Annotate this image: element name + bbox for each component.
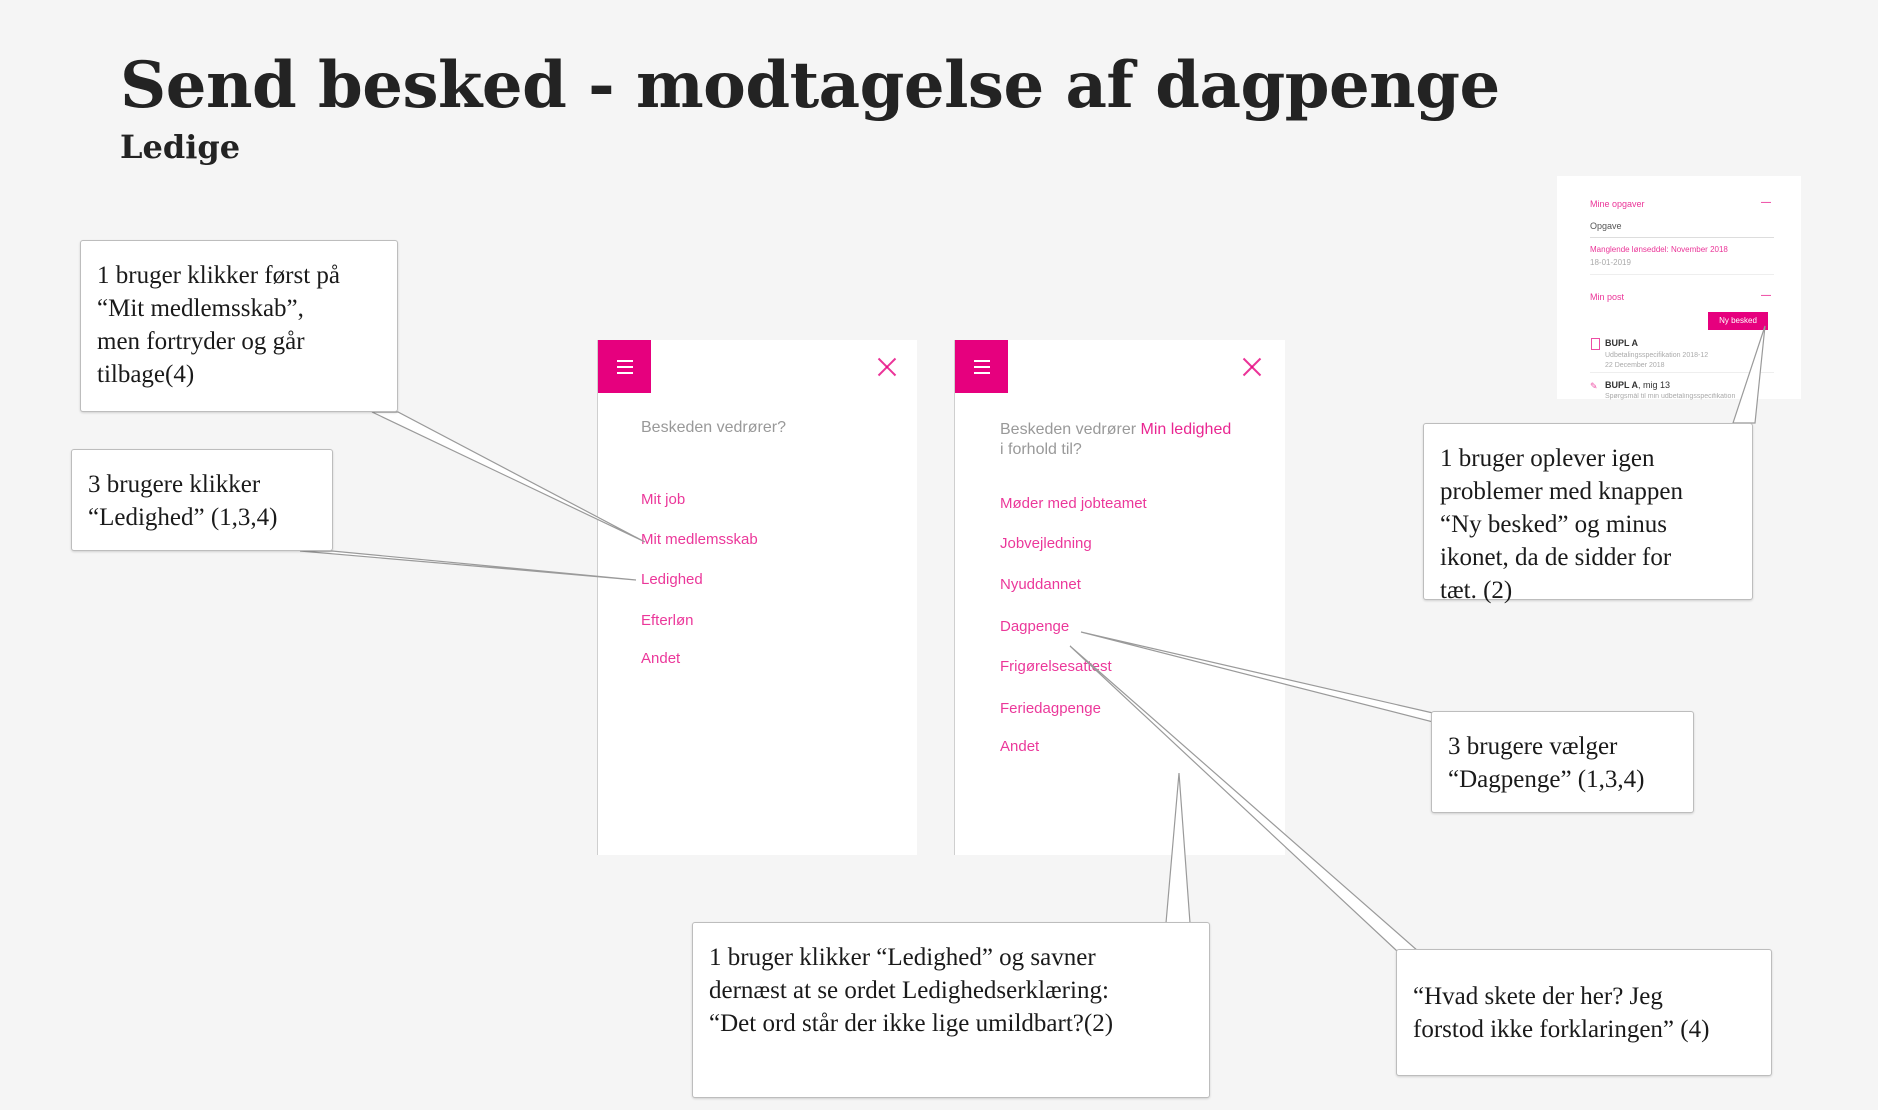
msg1-title[interactable]: BUPL A [1605, 338, 1639, 348]
section-divider [1590, 274, 1774, 275]
option-moeder-med-jobteamet[interactable]: Møder med jobteamet [1000, 495, 1147, 512]
task-date: 18-01-2019 [1590, 258, 1631, 267]
collapse-minus-icon[interactable]: — [1761, 197, 1771, 208]
paperclip-icon: ✎ [1590, 381, 1598, 391]
task-item[interactable]: Manglende lønseddel: November 2018 [1590, 245, 1728, 254]
section-min-post: Min post [1590, 292, 1625, 302]
task-label: Opgave [1590, 221, 1622, 231]
leader-c3 [1732, 325, 1766, 424]
section-mine-opgaver: Mine opgaver [1590, 199, 1645, 209]
new-message-button[interactable]: Ny besked [1708, 312, 1768, 330]
option-efterloen[interactable]: Efterløn [641, 612, 694, 629]
option-mit-job[interactable]: Mit job [641, 491, 686, 508]
callout-ledighed: 3 brugere klikker “Ledighed” (1,3,4) [71, 449, 333, 551]
page-title: Send besked - modtagelse af dagpenge [120, 48, 1500, 123]
option-mit-medlemsskab[interactable]: Mit medlemsskab [641, 531, 758, 548]
option-feriedagpenge[interactable]: Feriedagpenge [1000, 700, 1101, 717]
leader-c1 [371, 411, 646, 543]
phone-screen-1: Beskeden vedrører? Mit job Mit medlemssk… [597, 340, 917, 855]
msg1-date: 22 December 2018 [1605, 362, 1665, 369]
question-label: Beskeden vedrører? [641, 419, 786, 436]
menu-icon[interactable] [598, 340, 651, 393]
msg-divider [1590, 372, 1774, 373]
option-frigoerelsesattest[interactable]: Frigørelsesattest [1000, 658, 1112, 675]
callout-ledighedserklaering: 1 bruger klikker “Ledighed” og savner de… [692, 922, 1210, 1098]
collapse-minus-icon[interactable]: — [1761, 290, 1771, 301]
msg2-title[interactable]: BUPL A, mig 13 [1605, 380, 1670, 390]
leader-c6 [1069, 645, 1420, 952]
document-icon [1591, 338, 1600, 350]
msg2-meta: , mig 13 [1638, 380, 1671, 390]
question-suffix: i forhold til? [1000, 441, 1082, 458]
leader-c2 [299, 550, 637, 581]
msg2-title-text: BUPL A [1605, 380, 1639, 390]
option-dagpenge[interactable]: Dagpenge [1000, 618, 1070, 635]
option-andet[interactable]: Andet [641, 650, 681, 667]
msg2-sub: Spørgsmål til min udbetalingsspecifikati… [1605, 393, 1736, 400]
callout-dagpenge: 3 brugere vælger “Dagpenge” (1,3,4) [1431, 711, 1694, 813]
callout-forklaring: “Hvad skete der her? Jeg forstod ikke fo… [1396, 949, 1772, 1076]
question-accent: Min ledighed [1140, 421, 1232, 438]
task-divider [1590, 237, 1774, 238]
option-nyuddannet[interactable]: Nyuddannet [1000, 576, 1081, 593]
phone-screen-2: Beskeden vedrører Min ledighed i forhold… [954, 340, 1285, 855]
question-label: Beskeden vedrører Min ledighed i forhold… [1000, 420, 1260, 460]
callout-mit-medlemsskab: 1 bruger klikker først på “Mit medlemssk… [80, 240, 398, 412]
leader-c5 [1165, 772, 1191, 924]
option-andet[interactable]: Andet [1000, 738, 1040, 755]
callout-ny-besked: 1 bruger oplever igen problemer med knap… [1423, 423, 1753, 604]
leader-c4 [1080, 631, 1434, 723]
question-prefix: Beskeden vedrører [1000, 421, 1141, 438]
msg1-sub: Udbetalingsspecifikation 2018-12 [1605, 352, 1709, 359]
menu-icon[interactable] [955, 340, 1008, 393]
option-jobvejledning[interactable]: Jobvejledning [1000, 535, 1092, 552]
option-ledighed[interactable]: Ledighed [641, 571, 703, 588]
page-subtitle: Ledige [120, 128, 241, 166]
